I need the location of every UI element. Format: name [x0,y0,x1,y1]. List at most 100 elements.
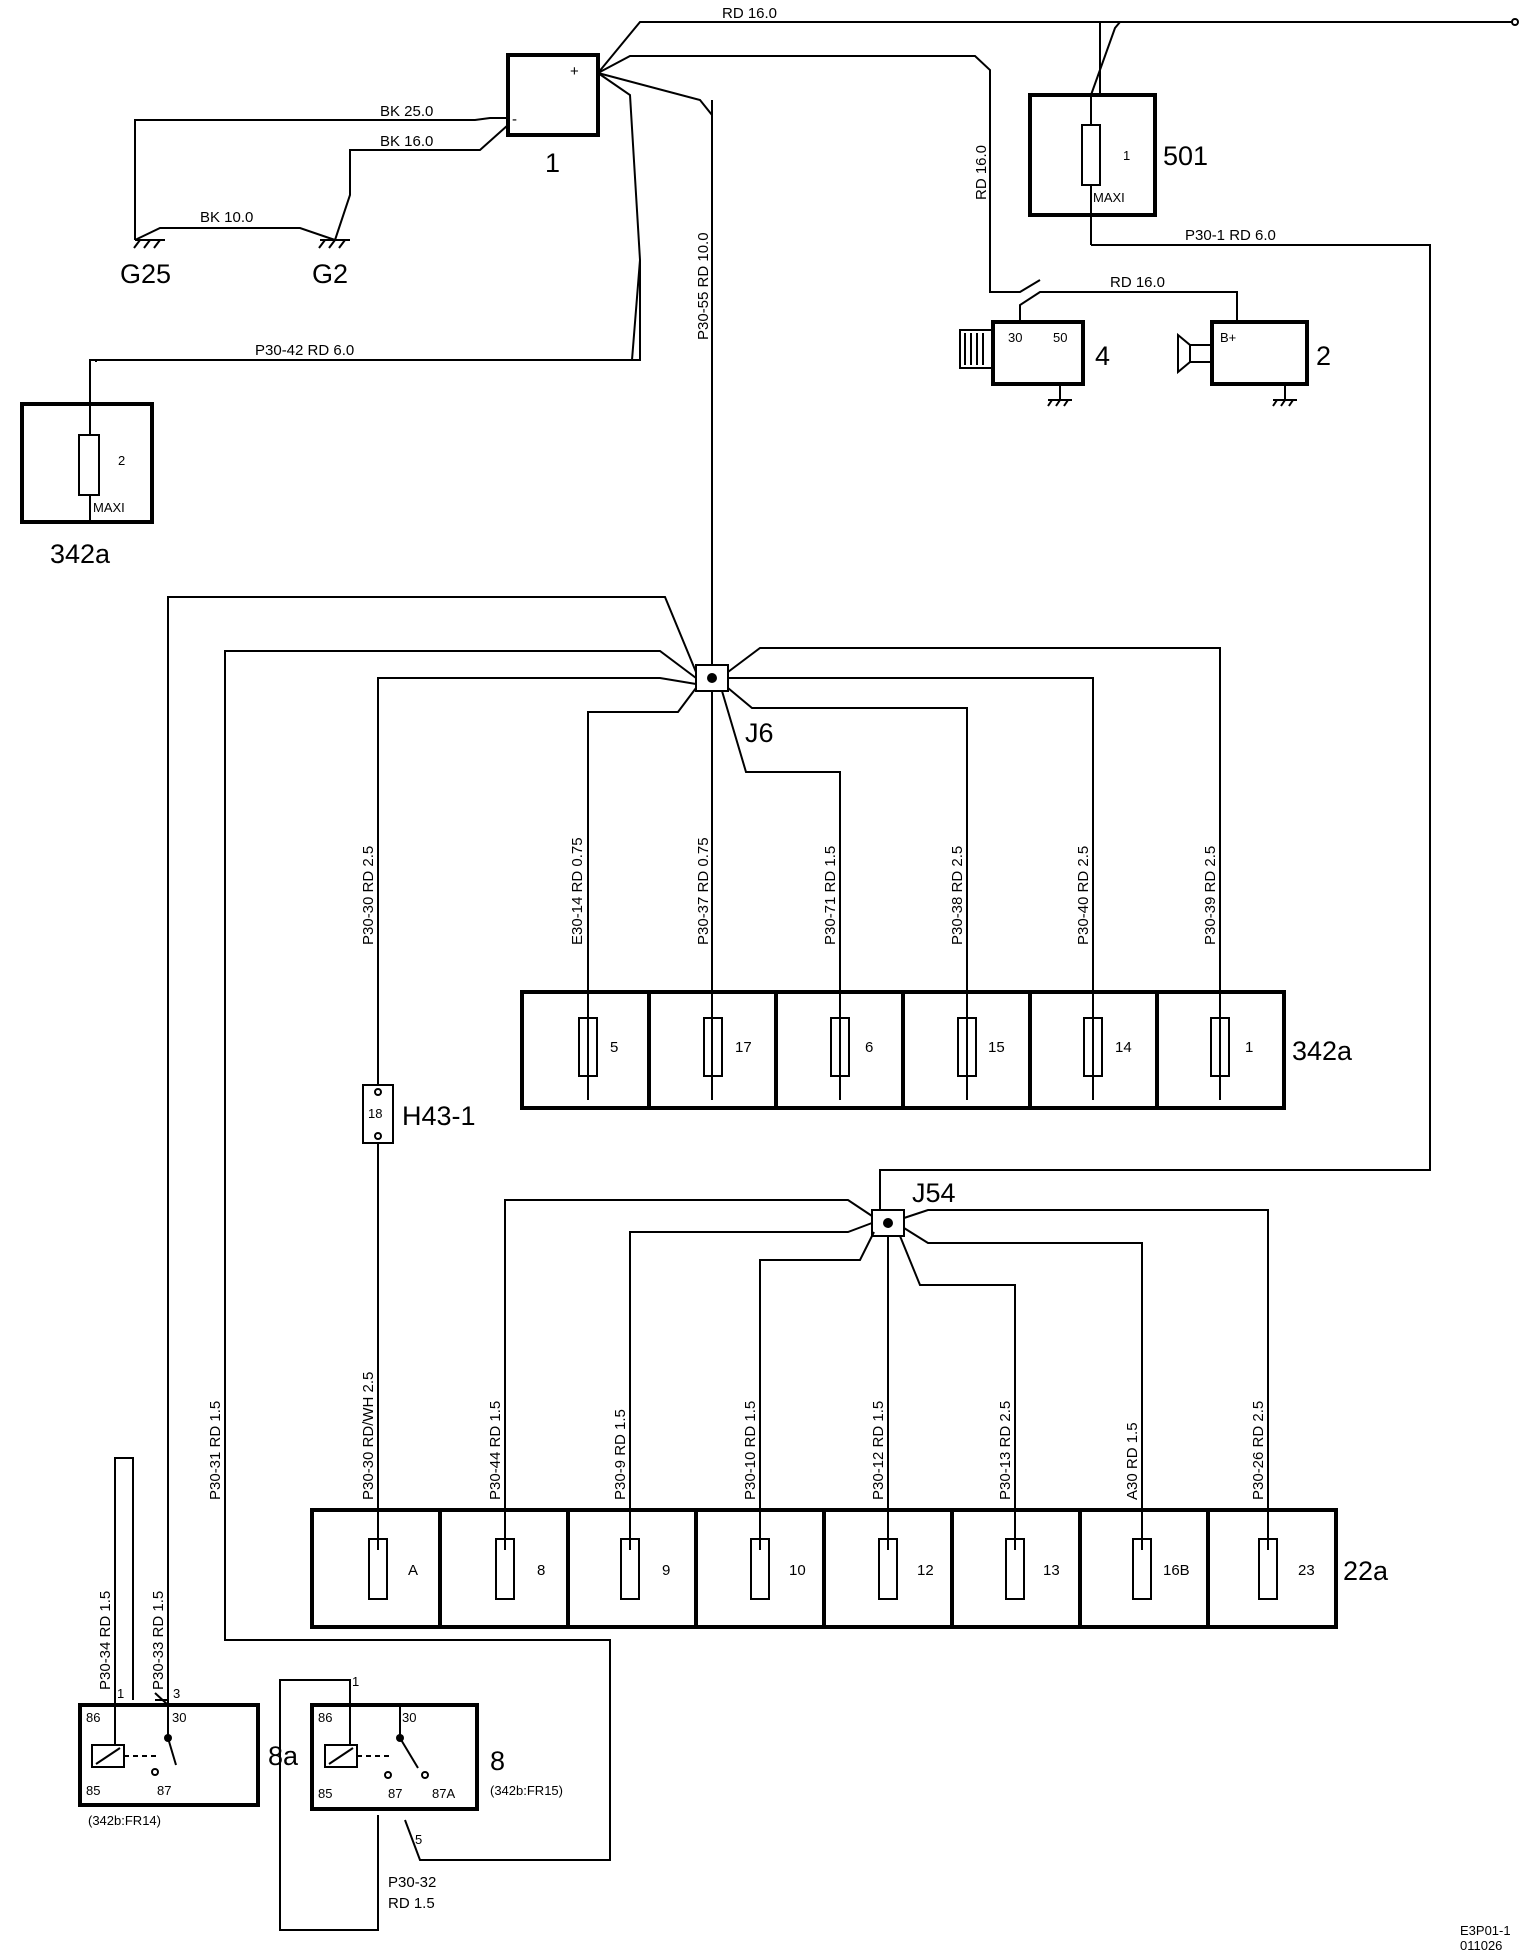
fusebox-342a-dividers [647,992,1159,1108]
fuse-342a-15: 15 [988,1039,1005,1056]
ground-g2-symbol [318,239,350,249]
maxi-342a-type: MAXI [93,500,125,515]
junction-j6-label: J6 [745,718,774,748]
relay-8a-pin-85: 85 [86,1783,100,1798]
wire-p30-32b-label: RD 1.5 [388,1895,435,1912]
wire-p30-9-label: P30-9 RD 1.5 [612,1409,629,1500]
wire-p30-33-label: P30-33 RD 1.5 [150,1591,167,1690]
wire-p30-12-label: P30-12 RD 1.5 [870,1401,887,1500]
connector-h43-label: H43-1 [402,1101,476,1131]
connector-h43-pin: 18 [368,1106,382,1121]
j6-section: J6 E30-14 RD 0.75 P30-37 RD 0.75 P30-71 … [167,100,1353,1860]
wire-rd16-starter-label: RD 16.0 [1110,274,1165,291]
fuse-22a-13: 13 [1043,1562,1060,1579]
fuse-22a-16B: 16B [1163,1562,1190,1579]
wire-p30-44-label: P30-44 RD 1.5 [487,1401,504,1500]
generator-ground [1272,384,1297,407]
relay-8-pin-30: 30 [402,1710,416,1725]
maxi-342a-fuse-number: 2 [118,453,125,468]
wire-rd16-vert-label: RD 16.0 [973,145,990,200]
wire-p30-34-label: P30-34 RD 1.5 [97,1591,114,1690]
wire-p30-42-label: P30-42 RD 6.0 [255,342,354,359]
wire-p30-30wh-label: P30-30 RD/WH 2.5 [360,1372,377,1500]
ground-g25-symbol [133,239,165,249]
wire-p30-1-label: P30-1 RD 6.0 [1185,227,1276,244]
fuse-22a-23: 23 [1298,1562,1315,1579]
battery-minus: - [512,111,517,128]
wire-bk10-label: BK 10.0 [200,209,253,226]
starter-box [991,320,1085,386]
wire-p30-31-label: P30-31 RD 1.5 [207,1401,224,1500]
wire-p30-13-label: P30-13 RD 2.5 [997,1401,1014,1500]
generator-label: 2 [1316,341,1331,371]
relay-8-conn-5: 5 [415,1832,422,1847]
relay-8-pin-87a: 87A [432,1786,455,1801]
relay-8a-conn-1: 1 [117,1686,124,1701]
ground-g25-label: G25 [120,259,171,289]
wire-p30-37-label: P30-37 RD 0.75 [695,837,712,945]
junction-j54-label: J54 [912,1178,956,1208]
wire-p30-32a-label: P30-32 [388,1874,436,1891]
relay-8a-label: 8a [268,1741,299,1771]
maxi-501-type: MAXI [1093,190,1125,205]
battery-box [506,53,600,137]
relay-8a-pin-30: 30 [172,1710,186,1725]
relay-8a-conn-3: 3 [173,1686,180,1701]
starter-t30: 30 [1008,330,1022,345]
maxi-342a-label: 342a [50,539,111,569]
footer-code: E3P01-1 [1460,1923,1511,1938]
starter-label: 4 [1095,341,1110,371]
starter-t50: 50 [1053,330,1067,345]
wire-p30-26-label: P30-26 RD 2.5 [1250,1401,1267,1500]
j54-section: 18 H43-1 P30-30 RD/WH 2.5 J54 P30-44 RD … [310,1084,1389,1629]
wire-p30-30-label: P30-30 RD 2.5 [360,846,377,945]
fuse-22a-A: A [408,1562,418,1579]
wire-p30-55-label: P30-55 RD 10.0 [695,232,712,340]
wire-top-rd16-label: RD 16.0 [722,5,777,22]
starter-ground [1047,384,1072,407]
wire-bk25-label: BK 25.0 [380,103,433,120]
battery-label: 1 [545,148,560,178]
fuse-22a-8: 8 [537,1562,545,1579]
wire-p30-10-label: P30-10 RD 1.5 [742,1401,759,1500]
relay-8-pin-86: 86 [318,1710,332,1725]
top-wiring: + - 1 BK 25.0 BK 16.0 BK 10.0 G25 G2 RD … [20,5,1519,1210]
relay-8-label: 8 [490,1746,505,1776]
fuse-342a-14: 14 [1115,1039,1132,1056]
wire-bk16-label: BK 16.0 [380,133,433,150]
relay-8-pin-87: 87 [388,1786,402,1801]
fusebox-22a-label: 22a [1343,1556,1389,1586]
relay-8-pin-85: 85 [318,1786,332,1801]
maxi-501-fuse-number: 1 [1123,148,1130,163]
relay-section: P30-31 RD 1.5 P30-34 RD 1.5 P30-33 RD 1.… [78,1401,611,1931]
ground-g2-label: G2 [312,259,348,289]
fusebox-22a-dividers [438,1510,1210,1627]
fuse-22a-9: 9 [662,1562,670,1579]
wire-p30-71-label: P30-71 RD 1.5 [822,846,839,945]
maxi-501-label: 501 [1163,141,1208,171]
fuse-342a-5: 5 [610,1039,618,1056]
fuse-342a-1: 1 [1245,1039,1253,1056]
relay-8a-ref: (342b:FR14) [88,1813,161,1828]
wire-a30-label: A30 RD 1.5 [1124,1422,1141,1500]
fuse-22a-10: 10 [789,1562,806,1579]
relay-8-conn-1: 1 [352,1674,359,1689]
generator-bplus: B+ [1220,330,1236,345]
wire-p30-38-label: P30-38 RD 2.5 [949,846,966,945]
wire-p30-40-label: P30-40 RD 2.5 [1075,846,1092,945]
fuse-22a-12: 12 [917,1562,934,1579]
fuse-342a-6: 6 [865,1039,873,1056]
fuse-342a-17: 17 [735,1039,752,1056]
maxi-501-box [1028,93,1157,217]
wire-p30-39-label: P30-39 RD 2.5 [1202,846,1219,945]
maxi-342a-box [20,402,154,524]
relay-8a-pin-86: 86 [86,1710,100,1725]
relay-8-ref: (342b:FR15) [490,1783,563,1798]
footer-date: 011026 [1460,1938,1502,1953]
battery-plus: + [570,63,579,80]
fusebox-342a-label: 342a [1292,1036,1353,1066]
wire-e30-14-label: E30-14 RD 0.75 [569,837,586,945]
relay-8-box [310,1703,479,1811]
relay-8a-pin-87: 87 [157,1783,171,1798]
